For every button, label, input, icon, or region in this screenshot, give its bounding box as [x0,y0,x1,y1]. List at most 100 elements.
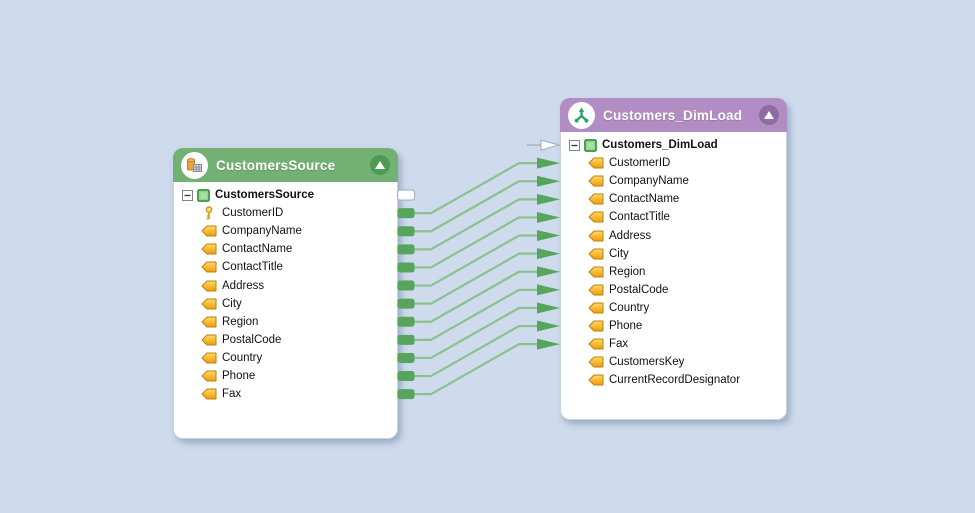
field-icon [588,284,604,296]
tree-row-field[interactable]: Phone [174,367,397,385]
tree-row-field[interactable]: PostalCode [561,281,786,299]
tree-row-field[interactable]: ContactTitle [174,258,397,276]
output-connector-stub [397,244,415,255]
node-title: CustomersSource [216,157,336,173]
tree-row-field[interactable]: CompanyName [174,222,397,240]
output-connector-stub [397,316,415,327]
field-label: CustomersKey [609,356,685,369]
field-icon [588,157,604,169]
field-label: ContactTitle [609,211,670,224]
tree-row-field[interactable]: CompanyName [561,172,786,190]
collapse-button[interactable] [370,155,390,175]
field-icon [201,352,217,364]
tree-row-table[interactable]: CustomersSource [174,186,397,204]
mapping-wire [414,180,537,233]
collapse-button[interactable] [759,105,779,125]
input-arrow [537,266,560,278]
tree-row-field[interactable]: Region [561,263,786,281]
tree-row-field[interactable]: Country [174,349,397,367]
tree-row-field[interactable]: CustomersKey [561,353,786,371]
expand-minus-icon[interactable] [569,139,580,151]
field-icon [588,211,604,223]
node-header[interactable]: Customers_DimLoad [560,98,787,132]
tree-row-field[interactable]: City [174,295,397,313]
mapping-wire [414,306,537,360]
field-icon [588,266,604,278]
field-icon [201,388,217,400]
tree-row-field[interactable]: City [561,245,786,263]
tree-row-field[interactable]: CustomerID [174,204,397,222]
field-icon [588,302,604,314]
table-input-arrow [540,139,562,151]
tree-row-field[interactable]: PostalCode [174,331,397,349]
field-label: City [609,247,629,260]
output-connector-stub [397,262,415,273]
output-connector-stub [397,226,415,237]
field-icon [588,374,604,386]
tree-row-field[interactable]: Address [561,226,786,244]
field-icon [201,243,217,255]
field-label: CustomerID [222,207,284,220]
triangle-up-icon [375,160,385,169]
field-label: ContactName [222,243,293,256]
field-label: PostalCode [222,333,282,346]
field-label: Phone [609,319,643,332]
field-label: Fax [222,388,242,401]
input-arrow [537,175,560,187]
field-icon [201,334,217,346]
mapping-wire [414,234,537,287]
tree-row-field[interactable]: Country [561,299,786,317]
mapping-wire [414,270,537,323]
field-icon [588,338,604,350]
field-icon [201,298,217,310]
tree-row-field[interactable]: Fax [174,385,397,403]
field-label: CompanyName [609,175,689,188]
field-icon [201,370,217,382]
input-arrow [537,284,560,296]
field-label: Region [609,265,646,278]
expand-minus-icon[interactable] [182,189,193,201]
field-label: Phone [222,369,256,382]
input-arrow [537,230,560,242]
tree-row-field[interactable]: Fax [561,335,786,353]
mapping-wire [414,343,537,396]
table-icon [197,188,210,202]
field-label: Fax [609,338,629,351]
field-label: Customers_DimLoad [602,139,718,152]
tree-row-field[interactable]: ContactName [174,240,397,258]
tree-row-field[interactable]: CustomerID [561,154,786,172]
output-connector-stub [397,371,415,382]
output-connector-stub [397,389,415,400]
field-icon [588,193,604,205]
field-label: CompanyName [222,225,302,238]
output-connector-stub [397,208,415,219]
tree-row-table[interactable]: Customers_DimLoad [561,136,786,154]
output-connector-stub [397,334,415,345]
field-label: Address [609,229,652,242]
input-arrow [537,157,560,169]
field-label: ContactName [609,193,680,206]
field-label: Country [609,301,650,314]
tree-row-field[interactable]: Address [174,276,397,294]
field-label: Address [222,279,265,292]
field-icon [201,261,217,273]
field-icon [201,280,217,292]
tree-row-field[interactable]: CurrentRecordDesignator [561,371,786,389]
tree-row-field[interactable]: Phone [561,317,786,335]
input-arrow [537,211,560,223]
tree-row-field[interactable]: ContactTitle [561,208,786,226]
mapping-wire [414,216,537,269]
output-connector-stub [397,352,415,363]
input-arrow [537,193,560,205]
tree-row-field[interactable]: ContactName [561,190,786,208]
field-label: City [222,297,242,310]
node-header[interactable]: CustomersSource [173,148,398,182]
input-arrow [537,248,560,260]
tree-row-field[interactable]: Region [174,313,397,331]
